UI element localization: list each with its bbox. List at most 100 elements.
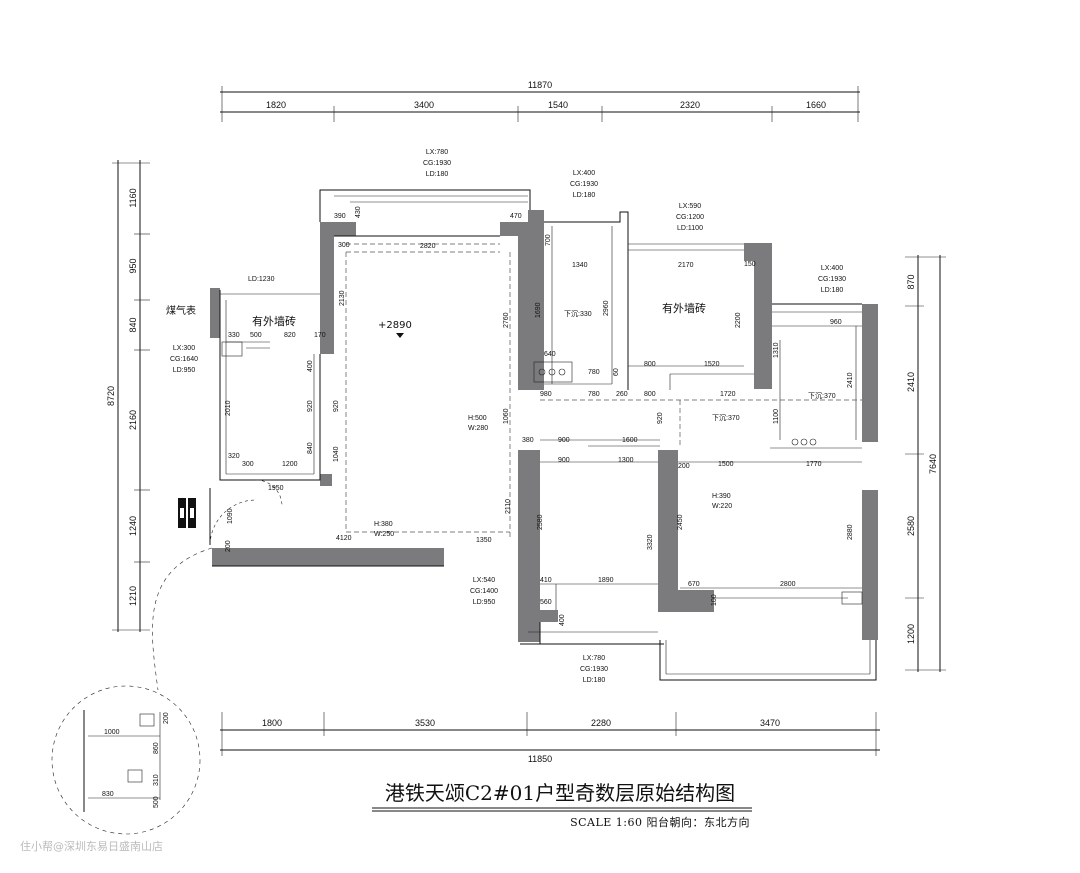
dim-label: 820 (284, 332, 296, 339)
detail-dim: 500 (153, 796, 160, 808)
wall-outlines (178, 189, 877, 681)
dim-label: 1200 (282, 461, 298, 468)
dim-label: 2880 (847, 524, 854, 540)
detail-dim: 200 (163, 712, 170, 724)
note-lx: LX:300 (173, 345, 195, 352)
detail-dim: 830 (102, 791, 114, 798)
dim-label: 1040 (333, 446, 340, 462)
dim-label: 960 (830, 319, 842, 326)
note-cg: CG:1930 (570, 181, 598, 188)
note-cg: CG:1400 (470, 588, 498, 595)
dim-label: 200 (225, 540, 232, 552)
left-dim-2: 950 (128, 258, 138, 273)
dim-label: 1350 (476, 537, 492, 544)
note-ld-kitchen: LD:1230 (248, 276, 275, 283)
dim-label: 430 (355, 206, 362, 218)
title-block: 港铁天颂C2#01户型奇数层原始结构图 SCALE 1:60 阳台朝向：东北方向 (372, 781, 752, 829)
note-cg: CG:1930 (580, 666, 608, 673)
dim-label: 170 (314, 332, 326, 339)
note-lx: LX:400 (821, 265, 843, 272)
beam-w: W:280 (468, 425, 488, 432)
dim-label: 3320 (647, 534, 654, 550)
dim-label: 2010 (225, 400, 232, 416)
note-ld: LD:950 (473, 599, 496, 606)
detail-dim: 1000 (104, 729, 120, 736)
dim-label: 840 (307, 442, 314, 454)
left-dim-5: 1240 (128, 516, 138, 536)
dim-label: 470 (510, 213, 522, 220)
left-total-dim: 8720 (106, 386, 116, 406)
dim-label: 390 (334, 213, 346, 220)
dim-label: 1600 (622, 437, 638, 444)
dim-label: 1500 (718, 461, 734, 468)
dim-label: 300 (242, 461, 254, 468)
dim-label: 2130 (339, 290, 346, 306)
dim-label: 800 (644, 361, 656, 368)
note-ld: LD:180 (583, 677, 606, 684)
dim-label: 800 (644, 391, 656, 398)
right-dim-4: 1200 (906, 624, 916, 644)
drawing-subtitle: SCALE 1:60 阳台朝向：东北方向 (570, 815, 750, 829)
top-total-dim: 11870 (528, 80, 552, 90)
note-ld: LD:180 (821, 287, 844, 294)
note-lx: LX:590 (679, 203, 701, 210)
elevation-marker-icon (396, 333, 404, 338)
dim-label: 150 (744, 261, 756, 268)
bottom-dimension-chain: 1800 3530 2280 3470 11850 (220, 712, 880, 764)
dim-label: 400 (559, 614, 566, 626)
dim-label: 700 (545, 234, 552, 246)
right-dim-2: 2410 (906, 372, 916, 392)
dim-label: 2200 (735, 312, 742, 328)
dim-label: 670 (688, 581, 700, 588)
note-cg: CG:1640 (170, 356, 198, 363)
detail-dim: 310 (153, 774, 160, 786)
dim-label: 2410 (847, 372, 854, 388)
top-dim-3: 1540 (548, 100, 568, 110)
watermark: 住小帮@深圳东易日盛南山店 (20, 839, 163, 853)
beam-w: W:220 (712, 503, 732, 510)
left-dim-4: 2160 (128, 410, 138, 430)
top-dim-2: 3400 (414, 100, 434, 110)
top-dimension-chain: 11870 1820 3400 1540 2320 1660 (220, 80, 860, 122)
dim-label: 500 (250, 332, 262, 339)
top-dim-4: 2320 (680, 100, 700, 110)
inner-dimensions: 390 430 470 700 300 2820 2130 2760 1340 … (225, 206, 854, 626)
left-dim-3: 840 (128, 317, 138, 332)
note-ld: LD:950 (173, 367, 196, 374)
right-dim-3: 2580 (906, 516, 916, 536)
drawing-title: 港铁天颂C2#01户型奇数层原始结构图 (385, 781, 735, 805)
beam-notes: H:500 W:280 H:380 W:250 H:390 W:220 (374, 415, 732, 538)
bottom-dim-3: 2280 (591, 718, 611, 728)
top-dim-5: 1660 (806, 100, 826, 110)
beam-h: H:380 (374, 521, 393, 528)
label-ext-tile-left: 有外墙砖 (252, 314, 296, 328)
dim-label: 200 (678, 463, 690, 470)
dim-label: 900 (558, 457, 570, 464)
dim-label: 410 (540, 577, 552, 584)
note-lx: LX:780 (583, 655, 605, 662)
dim-label: 2800 (780, 581, 796, 588)
dim-label: 1770 (806, 461, 822, 468)
dim-label: 60 (613, 368, 620, 376)
label-elevation: +2890 (378, 320, 412, 331)
note-lx: LX:540 (473, 577, 495, 584)
right-dim-1: 870 (906, 274, 916, 289)
dim-label: 1950 (268, 485, 284, 492)
label-sunken-370-b: 下沉:370 (808, 392, 836, 400)
dim-label: 980 (540, 391, 552, 398)
dim-label: 330 (228, 332, 240, 339)
dim-label: 780 (588, 391, 600, 398)
note-ld: LD:180 (573, 192, 596, 199)
dim-label: 1720 (720, 391, 736, 398)
window-notes: LX:780 CG:1930 LD:180 LX:400 CG:1930 LD:… (170, 149, 846, 684)
dim-label: 1090 (227, 508, 234, 524)
dim-label: 100 (711, 594, 718, 606)
bottom-total-dim: 11850 (528, 754, 552, 764)
dim-label: 2960 (603, 300, 610, 316)
dim-label: 1690 (535, 302, 542, 318)
dim-label: 380 (522, 437, 534, 444)
label-ext-tile-right: 有外墙砖 (662, 301, 706, 315)
dim-label: 2580 (537, 514, 544, 530)
dim-label: 2450 (677, 514, 684, 530)
note-cg: CG:1200 (676, 214, 704, 221)
